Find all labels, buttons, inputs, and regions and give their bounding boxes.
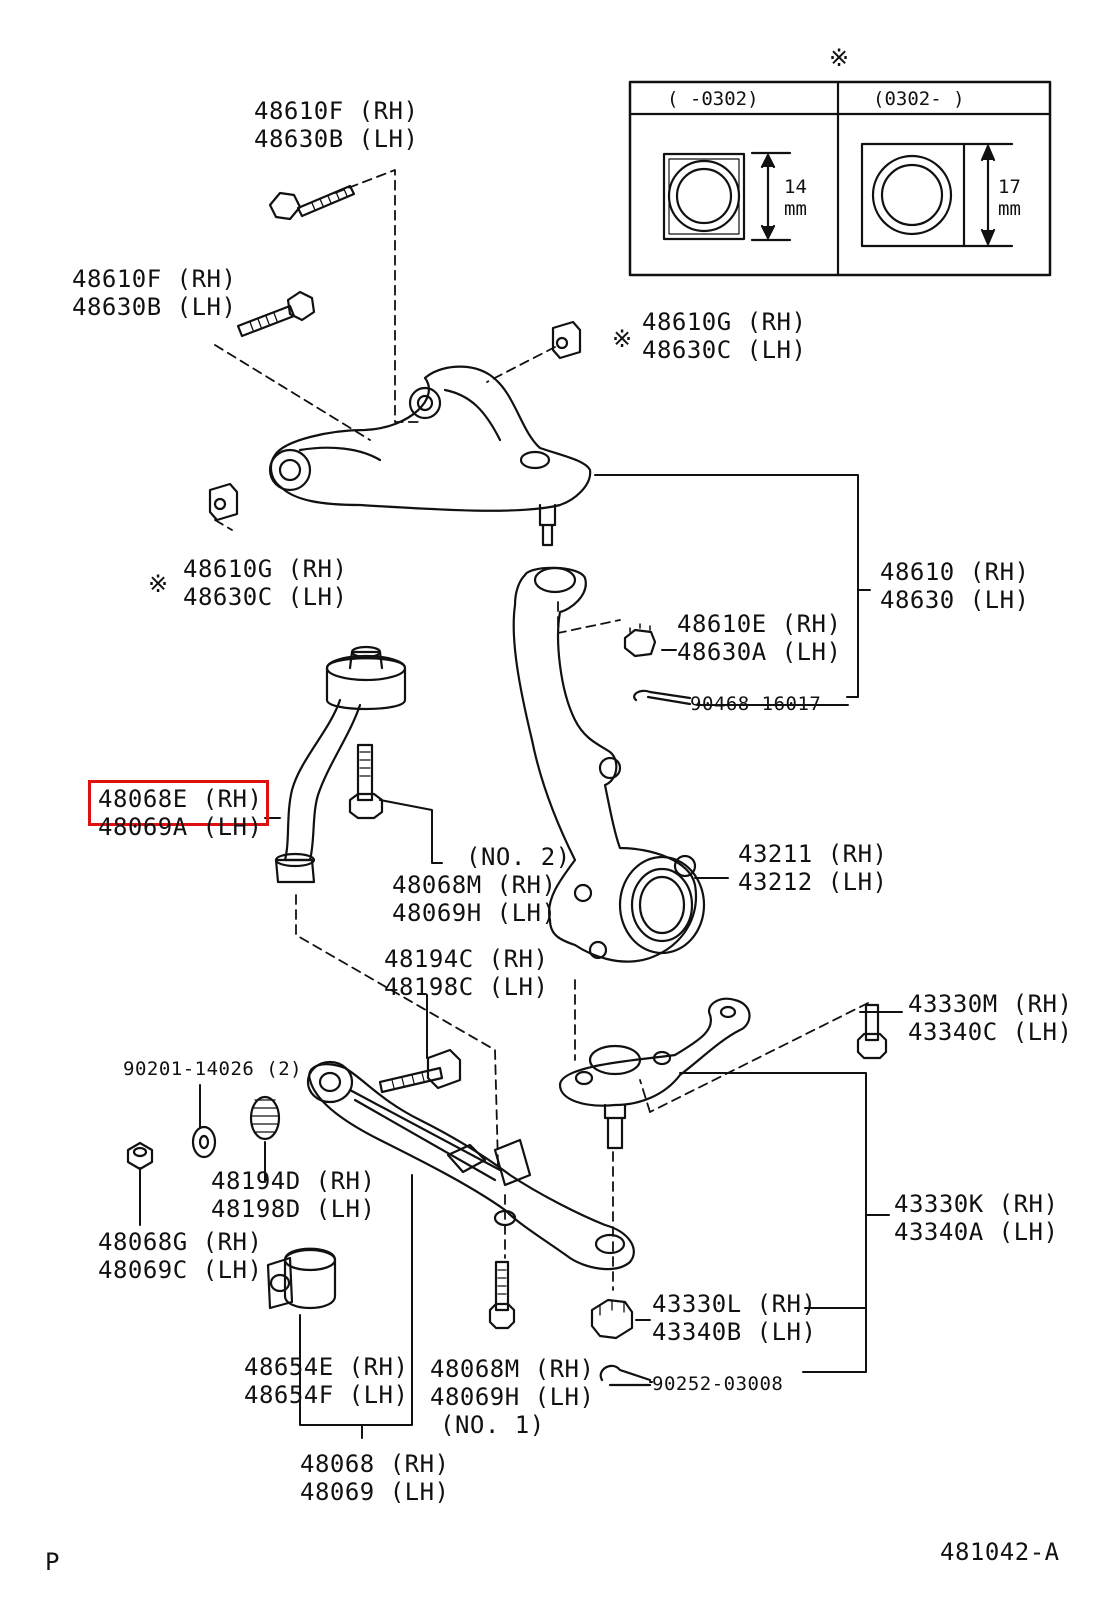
label-90201: 90201-14026 (2)	[123, 1058, 303, 1080]
label-48610F-left: 48610F (RH)48630B (LH)	[72, 265, 237, 321]
cam-nut-2-icon	[208, 482, 239, 522]
label-48610F-top: 48610F (RH)48630B (LH)	[254, 97, 419, 153]
corner-mark: P	[45, 1548, 60, 1576]
label-90252: 90252-03008	[652, 1373, 784, 1395]
label-43211-knuckle: 43211 (RH)43212 (LH)	[738, 840, 888, 896]
label-48610G-right: 48610G (RH)48630C (LH)	[642, 308, 807, 364]
label-48068G: 48068G (RH)48069C (LH)	[98, 1228, 263, 1284]
label-48194C: 48194C (RH)48198C (LH)	[384, 945, 549, 1001]
label-43330M: 43330M (RH)43340C (LH)	[908, 990, 1073, 1046]
table-col2-header: (0302- )	[873, 88, 965, 110]
tie-rod-bolt-icon	[348, 743, 384, 820]
label-48068-lower-arm: 48068 (RH)48069 (LH)	[300, 1450, 450, 1506]
label-48654E: 48654E (RH)48654F (LH)	[244, 1353, 409, 1409]
cotter-pin-icon	[633, 689, 692, 706]
eccentric-cam-icon	[249, 1095, 281, 1141]
label-no2: (NO. 2)	[466, 843, 571, 871]
lower-control-arm	[306, 1060, 635, 1271]
bushing-new-icon	[860, 142, 1014, 248]
upper-control-arm	[268, 365, 592, 547]
lower-arm-bolt-icon	[378, 1048, 462, 1094]
label-48610-upper-arm: 48610 (RH)48630 (LH)	[880, 558, 1030, 614]
lower-bolt-icon	[488, 1260, 516, 1330]
upper-arm-bolt-icon	[268, 184, 356, 221]
label-no1: (NO. 1)	[440, 1411, 545, 1439]
tie-rod-end	[274, 645, 407, 884]
label-48194D: 48194D (RH)48198D (LH)	[211, 1167, 376, 1223]
kome-mark-2: ※	[612, 325, 633, 353]
ball-joint-bolt-icon	[856, 1003, 888, 1060]
leader-lines	[139, 474, 903, 1439]
cam-nut-icon	[551, 320, 582, 360]
steering-knuckle	[512, 566, 706, 963]
label-48068M-lower: 48068M (RH)48069H (LH)	[430, 1355, 595, 1411]
lower-ball-joint	[558, 997, 751, 1150]
washer-icon	[191, 1125, 217, 1159]
table-col1-header: ( -0302)	[667, 88, 759, 110]
figure-id: 481042-A	[940, 1538, 1060, 1566]
label-48068E[interactable]: 48068E (RH)48069A (LH)	[98, 785, 263, 841]
label-43330L: 43330L (RH)43340B (LH)	[652, 1290, 817, 1346]
highlight-box	[88, 780, 269, 826]
label-90468: 90468-16017	[690, 693, 822, 715]
nut-icon	[126, 1141, 154, 1171]
bushing-size-table	[628, 80, 1052, 277]
bushing-icon	[266, 1247, 337, 1310]
dashed-leader-lines	[214, 169, 869, 1291]
kome-mark-3: ※	[148, 570, 169, 598]
label-43330K: 43330K (RH)43340A (LH)	[894, 1190, 1059, 1246]
label-48610G-left: 48610G (RH)48630C (LH)	[183, 555, 348, 611]
label-48068M-upper: 48068M (RH)48069H (LH)	[392, 871, 557, 927]
lower-castle-nut-icon	[590, 1298, 634, 1340]
bushing-old-icon	[662, 151, 792, 242]
upper-arm-bolt-2-icon	[236, 290, 316, 338]
lower-cotter-pin-icon	[599, 1364, 652, 1387]
label-48610E: 48610E (RH)48630A (LH)	[677, 610, 842, 666]
castle-nut-icon	[623, 623, 657, 658]
kome-mark: ※	[829, 44, 850, 72]
